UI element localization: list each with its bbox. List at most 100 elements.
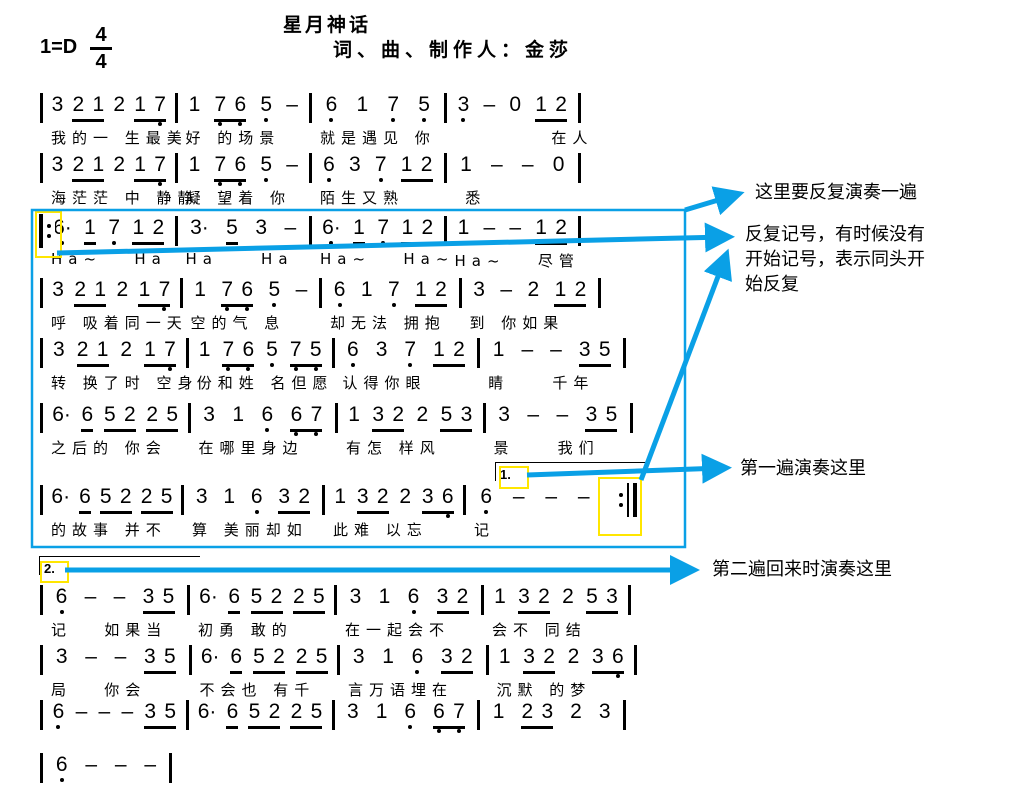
note: 1 xyxy=(400,153,413,176)
notes-row: 1––0 xyxy=(447,153,579,183)
note: 3 xyxy=(436,585,449,608)
note: 2 xyxy=(574,278,587,301)
beamed-group: 6 xyxy=(228,585,241,614)
time-signature-top: 4 xyxy=(95,24,107,46)
dash: – xyxy=(545,485,558,508)
note: 3 xyxy=(523,645,535,668)
dash: – xyxy=(483,216,496,239)
note: 2 xyxy=(119,485,132,508)
note: 2 xyxy=(72,93,85,116)
beamed-group: 6 xyxy=(226,700,239,729)
note: 3 xyxy=(421,485,434,508)
lyric: 睛 千年 xyxy=(488,374,595,392)
note: 2 xyxy=(538,585,550,608)
note: 5 xyxy=(164,700,177,723)
note: 1 xyxy=(492,338,505,361)
note: 2 xyxy=(460,645,473,668)
note: 5 xyxy=(160,485,173,508)
note: 2 xyxy=(146,403,159,426)
note: 2 xyxy=(298,485,311,508)
dash: – xyxy=(286,93,298,116)
repeat-start-sign xyxy=(39,214,55,248)
note: 5 xyxy=(260,93,273,122)
note: 6 xyxy=(81,403,94,426)
lyric: 悉 xyxy=(454,189,487,207)
note: 2 xyxy=(76,338,89,361)
beamed-group: 5 xyxy=(225,216,238,245)
dash: – xyxy=(483,93,496,116)
beamed-group: 6 xyxy=(81,403,94,432)
note: 5 xyxy=(315,645,328,668)
annotation-repeat-section: 这里要反复演奏一遍 xyxy=(755,182,917,203)
arrow-repeat-start xyxy=(56,222,735,256)
dash: – xyxy=(286,153,298,176)
note: 1 xyxy=(348,403,360,426)
note: 1 xyxy=(92,93,105,116)
note: 5 xyxy=(440,403,453,426)
note: 6 xyxy=(407,585,420,614)
note: 6 xyxy=(242,338,254,371)
note: 5 xyxy=(598,338,611,361)
lyric: 不会也 有千 xyxy=(199,681,316,699)
note: 3 xyxy=(195,485,208,508)
note: 7 xyxy=(404,338,417,367)
note: 3 xyxy=(606,585,618,608)
lyric: 此难 以忘 xyxy=(333,521,428,539)
song-title: 星月神话 xyxy=(283,14,372,36)
note: 6 xyxy=(480,485,493,514)
dash: – xyxy=(512,485,525,508)
note: 1 xyxy=(188,93,201,116)
note: 2 xyxy=(562,585,574,608)
note: 3 xyxy=(585,403,598,426)
note: 7 xyxy=(154,93,166,126)
note: 2 xyxy=(420,153,433,176)
dash: – xyxy=(144,753,157,776)
note: 5 xyxy=(250,585,263,608)
note: 2 xyxy=(72,153,85,176)
dash: – xyxy=(85,645,97,668)
note: 5 xyxy=(103,403,116,426)
note: 6 xyxy=(347,338,359,367)
note: 7 xyxy=(214,93,226,126)
dash: – xyxy=(84,585,97,608)
note: 2 xyxy=(521,700,534,723)
note: 3 xyxy=(349,585,362,608)
note: 1 xyxy=(401,216,414,239)
notes-row: 6––– xyxy=(43,753,169,783)
dash: – xyxy=(113,585,126,608)
